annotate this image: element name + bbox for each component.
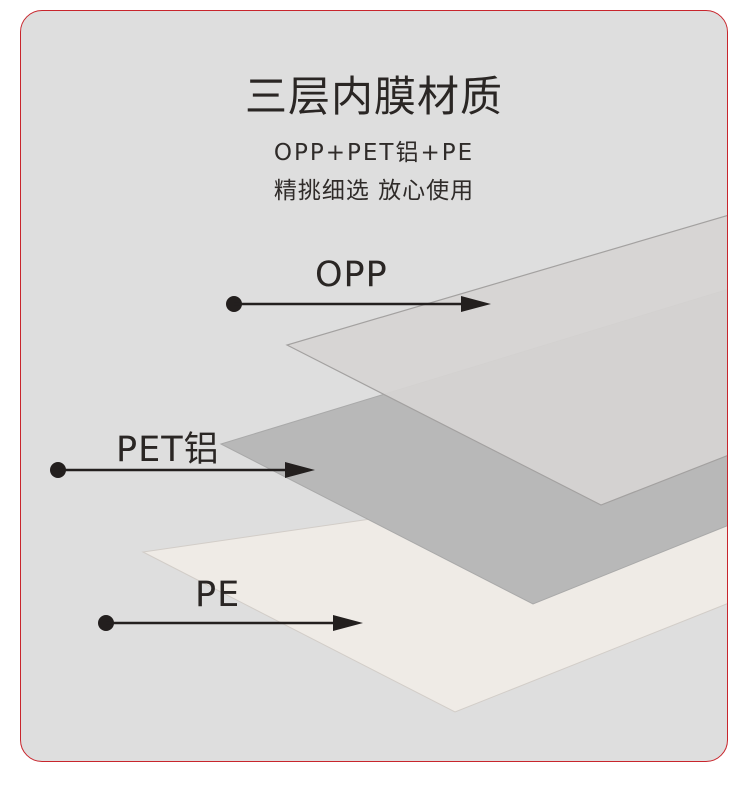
layers-illustration [50, 214, 727, 713]
pet-label: PET铝 [116, 430, 220, 470]
opp-arrow-head [461, 296, 491, 312]
opp-layer-sheet [285, 214, 727, 506]
slogan: 精挑细选 放心使用 [273, 178, 475, 204]
opp-label: OPP [315, 255, 388, 295]
pe-arrow-head [333, 615, 363, 631]
pet-arrow-head [285, 462, 315, 478]
materials-line: OPP+PET铝+PE [273, 140, 475, 166]
page-title: 三层内膜材质 [244, 72, 503, 121]
pe-label: PE [195, 575, 241, 615]
material-card: 三层内膜材质 OPP+PET铝+PE 精挑细选 放心使用 OPP PET铝 PE [20, 10, 728, 762]
